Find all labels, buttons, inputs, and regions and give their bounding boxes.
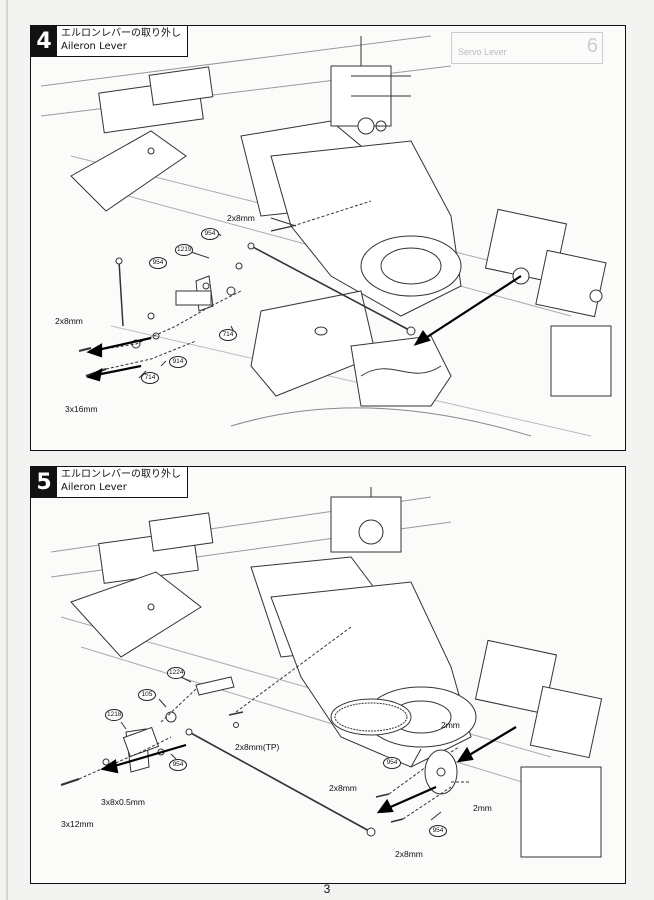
step-5-screw-label: 3x8x0.5mm [101, 797, 145, 807]
step-5-header: 5 エルロンレバーの取り外し Aileron Lever [31, 467, 188, 498]
step-5-part-callout: 105 [138, 689, 156, 701]
step-5-illustration [50, 487, 603, 858]
step-5-part-callout: 954 [383, 757, 401, 769]
bleed-step-title: Servo Lever [458, 47, 507, 57]
step-5-screw-label: 2x8mm [395, 849, 423, 859]
step-4-screw-label: 2x8mm [55, 316, 83, 326]
step-4-panel: 4 エルロンレバーの取り外し Aileron Lever 6 Servo Lev… [30, 25, 626, 451]
step-5-titles: エルロンレバーの取り外し Aileron Lever [57, 467, 187, 497]
step-5-title-en: Aileron Lever [61, 482, 127, 493]
step-5-screw-label: 2x8mm(TP) [235, 742, 280, 752]
step-4-illustration [40, 35, 612, 437]
step-4-part-callout: 714 [141, 372, 159, 384]
step-4-titles: エルロンレバーの取り外し Aileron Lever [57, 26, 187, 56]
step-4-part-callout: 1219 [175, 244, 194, 256]
step-4-title-en: Aileron Lever [61, 41, 127, 52]
step-4-title-ja: エルロンレバーの取り外し [61, 28, 181, 39]
step-5-number: 5 [31, 467, 57, 497]
step-5-panel: 5 エルロンレバーの取り外し Aileron Lever [30, 466, 626, 884]
step-5-screw-label: 2mm [441, 720, 460, 730]
step-5-screw-label: 2mm [473, 803, 492, 813]
step-4-number: 4 [31, 26, 57, 56]
step-4-part-callout: 954 [201, 228, 219, 240]
step-5-title-ja: エルロンレバーの取り外し [61, 469, 181, 480]
step-4-part-callout: 914 [169, 356, 187, 368]
step-4-screw-label: 2x8mm [227, 213, 255, 223]
bleed-through-box: 6 Servo Lever [451, 32, 603, 64]
binding-shadow [6, 0, 8, 900]
step-5-part-callout: 1224 [167, 667, 186, 679]
step-5-screw-label: 3x12mm [61, 819, 94, 829]
bleed-step-number: 6 [586, 35, 598, 57]
step-4-part-callout: 714 [219, 329, 237, 341]
step-5-part-callout: 1218 [105, 709, 124, 721]
page-number: 3 [323, 882, 331, 896]
step-4-part-callout: 954 [149, 257, 167, 269]
step-5-screw-label: 2x8mm [329, 783, 357, 793]
step-5-part-callout: 954 [429, 825, 447, 837]
step-5-part-callout: 954 [169, 759, 187, 771]
step-4-header: 4 エルロンレバーの取り外し Aileron Lever [31, 26, 188, 57]
step-4-screw-label: 3x16mm [65, 404, 98, 414]
